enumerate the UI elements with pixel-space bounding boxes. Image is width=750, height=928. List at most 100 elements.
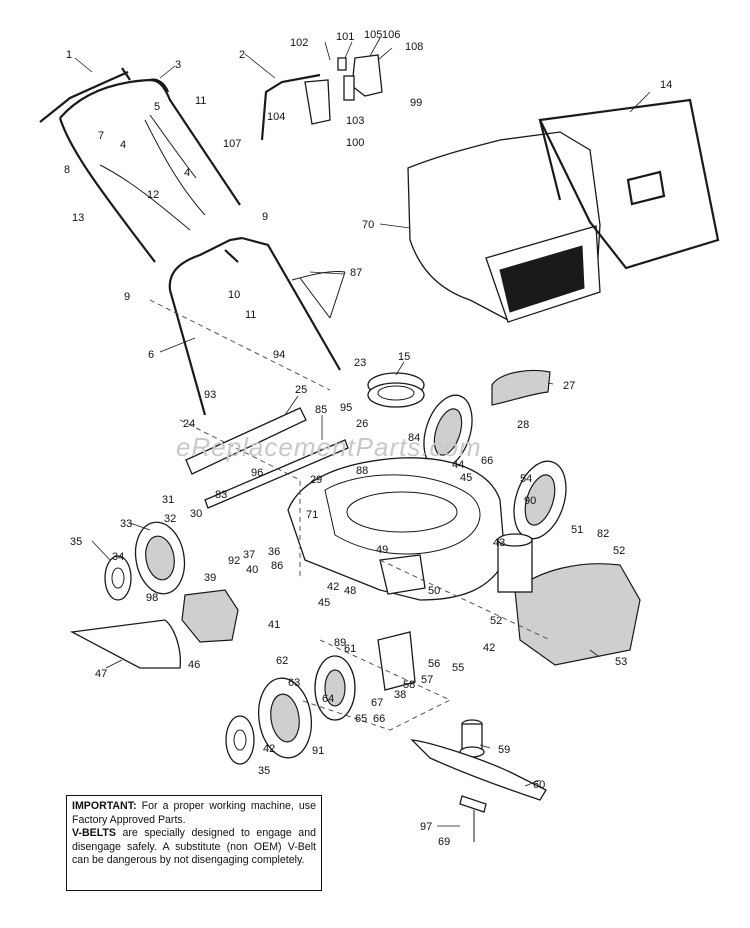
important-notice-box: IMPORTANT: For a proper working machine,… [66,795,322,891]
label-90: 90 [524,495,536,507]
label-24: 24 [183,418,195,430]
label-54: 54 [520,473,532,485]
drive-cable [291,271,346,319]
label-41: 41 [268,619,280,631]
label-35: 35 [70,536,82,548]
label-52b: 52 [490,615,502,627]
label-10: 10 [228,289,240,301]
side-chute [69,619,181,669]
hubcap-left [104,555,132,601]
label-84: 84 [408,432,420,444]
upper-clip-assembly [260,54,383,141]
label-45b: 45 [318,597,330,609]
label-39: 39 [204,572,216,584]
label-1: 1 [66,49,72,61]
label-42: 42 [327,581,339,593]
label-99: 99 [410,97,422,109]
label-28: 28 [517,419,529,431]
label-8: 8 [64,164,70,176]
label-46: 46 [188,659,200,671]
label-61: 61 [344,643,356,655]
label-37: 37 [243,549,255,561]
blade [410,739,547,801]
catcher-frame [538,98,720,270]
label-101: 101 [336,31,354,43]
label-52: 52 [613,545,625,557]
leader-lines [74,37,651,827]
transmission [497,533,533,593]
label-7: 7 [98,130,104,142]
rear-wheel [423,394,473,470]
label-69: 69 [438,836,450,848]
label-53: 53 [615,656,627,668]
label-87: 87 [350,267,362,279]
label-9: 9 [262,211,268,223]
label-11b: 11 [245,309,256,321]
label-96: 96 [251,467,263,479]
watermark-text: eReplacementParts.com [176,432,482,462]
label-2: 2 [239,49,245,61]
label-106: 106 [382,29,400,41]
front-wheel-left [134,521,186,595]
rear-bar [185,407,307,475]
label-31: 31 [162,494,174,506]
label-56: 56 [428,658,440,670]
drive-gear [314,655,356,721]
label-92: 92 [228,555,240,567]
height-adjuster [377,631,416,691]
label-82: 82 [597,528,609,540]
label-100: 100 [346,137,364,149]
control-cables [99,114,206,231]
label-71: 71 [306,509,318,521]
label-36: 36 [268,546,280,558]
label-3: 3 [175,59,181,71]
label-13: 13 [72,212,84,224]
label-58: 58 [403,679,415,691]
mulch-plug [181,589,239,643]
label-89: 89 [334,637,346,649]
label-70: 70 [362,219,374,231]
label-67: 67 [371,697,383,709]
label-50: 50 [428,585,440,597]
mower-deck [287,457,506,601]
label-97: 97 [420,821,432,833]
label-95: 95 [340,402,352,414]
label-91: 91 [312,745,324,757]
label-98: 98 [146,592,158,604]
label-40: 40 [246,564,258,576]
label-86: 86 [271,560,283,572]
part-labels: 1 2 3 4 4 5 6 7 8 9 9 10 11 11 12 13 14 … [64,29,672,848]
vbelts-text: are specially designed to engage and dis… [72,827,316,867]
label-48: 48 [344,585,356,597]
vbelts-label: V-BELTS [72,827,116,840]
label-62: 62 [276,655,288,667]
label-105: 105 [364,29,382,41]
label-9b: 9 [124,291,130,303]
label-94: 94 [273,349,285,361]
label-59: 59 [498,744,510,756]
pulley [367,372,425,408]
label-23: 23 [354,357,366,369]
label-102: 102 [290,37,308,49]
label-12: 12 [147,189,159,201]
label-104: 104 [267,111,285,123]
label-6: 6 [148,349,154,361]
important-text: For a proper working machine, use Factor… [72,800,316,826]
label-43: 43 [493,537,505,549]
hubcap-right [225,715,255,765]
upper-handle [39,67,241,263]
label-15: 15 [398,351,410,363]
label-14: 14 [660,79,672,91]
lower-handle [168,236,341,416]
label-93: 93 [204,389,216,401]
label-55: 55 [452,662,464,674]
label-44: 44 [452,459,464,471]
label-45: 45 [460,472,472,484]
rear-wheel-right [513,460,567,540]
label-38: 38 [394,689,406,701]
blade-washer [459,795,487,813]
label-83: 83 [215,489,227,501]
label-33: 33 [120,518,132,530]
label-35b: 35 [258,765,270,777]
